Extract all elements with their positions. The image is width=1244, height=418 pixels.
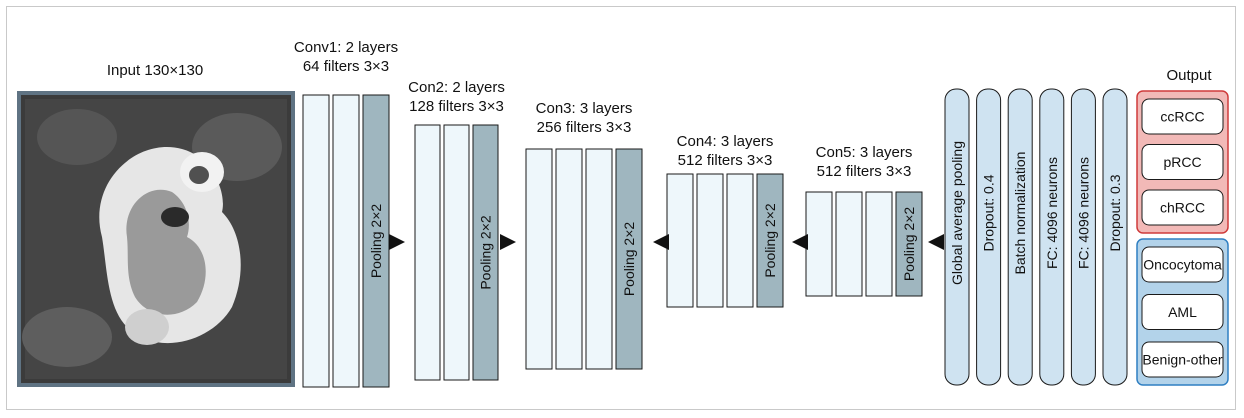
conv-layer-column <box>302 94 330 388</box>
head-layers: Global average pooling Dropout: 0.4 Batch … <box>944 88 1128 386</box>
output-class-box <box>1141 341 1224 378</box>
cnn-architecture-diagram: Input 130×130 Conv1: 2 layers 64 filters … <box>17 39 1229 388</box>
output-class-label: Oncocytoma <box>1143 257 1222 273</box>
conv-layer-column <box>805 191 833 297</box>
pooling-layer-column <box>756 173 784 308</box>
output-class-box <box>1141 189 1224 226</box>
conv-block-title: Conv1: 2 layers <box>294 39 398 56</box>
head-layer-capsule <box>1102 88 1128 386</box>
output-class-label: Benign-other <box>1142 352 1223 368</box>
conv-block-filters: 256 filters 3×3 <box>537 119 632 136</box>
conv-block-filters: 512 filters 3×3 <box>817 163 912 180</box>
head-layer-capsule <box>1007 88 1033 386</box>
conv-block-title: Con5: 3 layers <box>816 144 913 161</box>
pooling-label: Pooling 2×2 <box>762 203 778 278</box>
conv-block-title: Con3: 3 layers <box>536 100 633 117</box>
head-layer-label: Dropout: 0.4 <box>981 174 997 251</box>
output-class-box <box>1141 144 1224 180</box>
head-layer-capsule <box>944 88 970 386</box>
output-class-box <box>1141 98 1224 135</box>
head-layer-capsule <box>1070 88 1096 386</box>
conv-layer-column <box>835 191 863 297</box>
pooling-layer-column <box>472 124 499 381</box>
head-layer-capsule <box>1039 88 1065 386</box>
head-layer-label: Dropout: 0.3 <box>1107 174 1123 251</box>
conv-layer-column <box>585 148 613 370</box>
output-class-label: AML <box>1168 304 1197 320</box>
conv-block-title: Con4: 3 layers <box>677 133 774 150</box>
head-layer-label: Global average pooling <box>949 141 965 285</box>
input-ct-image <box>17 91 295 387</box>
output-class-box <box>1141 246 1224 283</box>
conv-layer-column <box>443 124 470 381</box>
pooling-label: Pooling 2×2 <box>901 207 917 282</box>
conv-block-title: Con2: 2 layers <box>408 79 505 96</box>
conv-layer-column <box>726 173 754 308</box>
conv-block-filters: 512 filters 3×3 <box>678 152 773 169</box>
conv-layer-column <box>555 148 583 370</box>
output-class-label: chRCC <box>1160 200 1205 216</box>
head-layer-label: FC: 4096 neurons <box>1075 157 1091 269</box>
conv-layer-column <box>666 173 694 308</box>
pooling-label: Pooling 2×2 <box>368 204 384 279</box>
conv-layer-column <box>414 124 441 381</box>
conv-layer-column <box>865 191 893 297</box>
conv-layer-column <box>696 173 724 308</box>
input-label: Input 130×130 <box>107 62 203 79</box>
diagram-frame: Input 130×130 Conv1: 2 layers 64 filters … <box>6 6 1236 410</box>
pooling-label: Pooling 2×2 <box>478 215 494 290</box>
malignant-output-group: ccRCC pRCC chRCC <box>1136 90 1229 234</box>
conv-layer-column <box>332 94 360 388</box>
pooling-label: Pooling 2×2 <box>621 222 637 297</box>
output-class-label: pRCC <box>1163 154 1201 170</box>
head-layer-capsule <box>976 88 1002 386</box>
output-class-box <box>1141 294 1224 330</box>
output-class-label: ccRCC <box>1160 109 1204 125</box>
pooling-layer-column <box>895 191 923 297</box>
conv-block-filters: 128 filters 3×3 <box>409 98 504 115</box>
conv-layer-column <box>525 148 553 370</box>
output-title: Output <box>1166 67 1212 84</box>
head-layer-label: Batch normalization <box>1012 152 1028 275</box>
head-layer-label: FC: 4096 neurons <box>1044 157 1060 269</box>
pooling-layer-column <box>615 148 643 370</box>
conv-block-filters: 64 filters 3×3 <box>303 58 389 75</box>
pooling-layer-column <box>362 94 390 388</box>
